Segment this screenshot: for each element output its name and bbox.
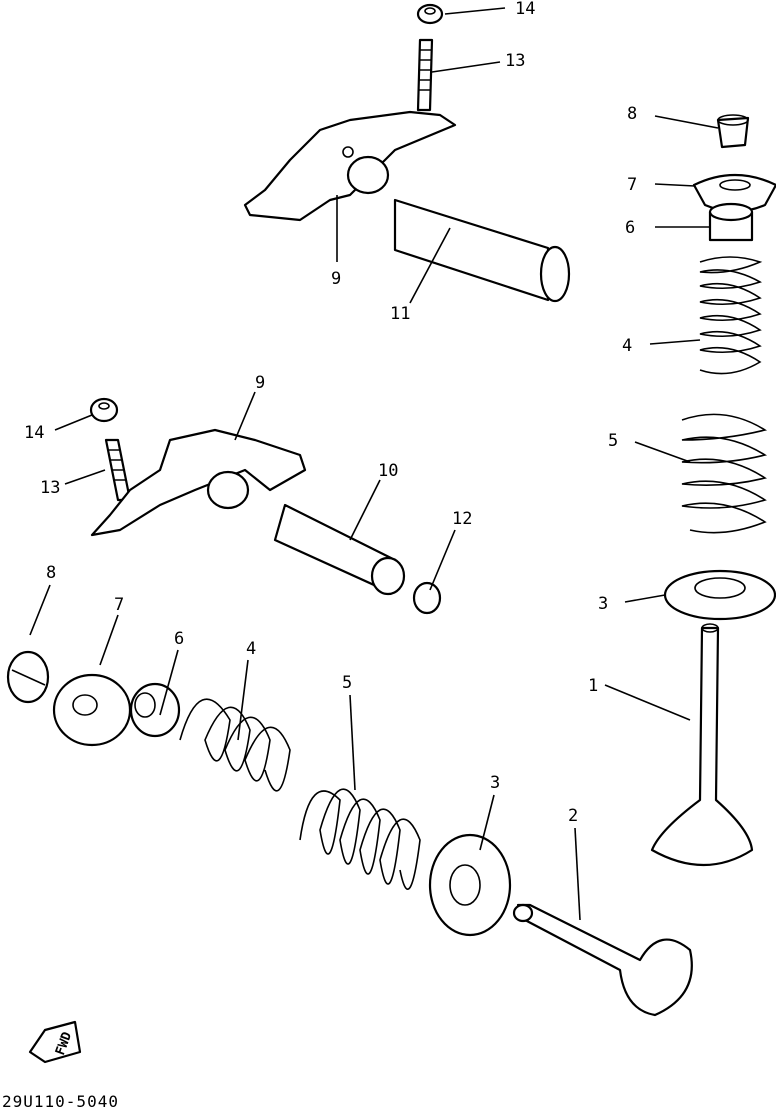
leader-line bbox=[349, 479, 381, 541]
rocker-shaft-left bbox=[273, 503, 406, 596]
callout-label-13: 13 bbox=[505, 51, 525, 71]
callout-label-6: 6 bbox=[174, 629, 184, 649]
leader-line bbox=[159, 649, 179, 716]
callout-label-1: 1 bbox=[588, 676, 598, 696]
drawing-code: 29U110-5040 bbox=[2, 1092, 119, 1111]
leader-line bbox=[99, 614, 119, 666]
callout-label-8: 8 bbox=[46, 563, 56, 583]
callout-label-9: 9 bbox=[255, 373, 265, 393]
spring-seat-right bbox=[663, 569, 776, 621]
outer-spring-left bbox=[299, 788, 421, 890]
rocker-shaft-upper bbox=[393, 198, 571, 303]
leader-line bbox=[429, 529, 456, 591]
callout-label-5: 5 bbox=[608, 431, 618, 451]
rocker-arm-left bbox=[90, 428, 307, 537]
leader-line bbox=[649, 339, 701, 345]
valve-retainer-left bbox=[52, 673, 132, 747]
leader-line bbox=[29, 584, 51, 636]
callout-label-14: 14 bbox=[515, 0, 535, 19]
callout-label-10: 10 bbox=[378, 461, 398, 481]
nut-upper bbox=[416, 3, 444, 25]
leader-line bbox=[634, 441, 691, 463]
valve-stem-seal-left bbox=[129, 682, 181, 738]
callout-label-3: 3 bbox=[490, 773, 500, 793]
callout-label-11: 11 bbox=[390, 304, 410, 324]
callout-label-4: 4 bbox=[246, 639, 256, 659]
callout-label-8: 8 bbox=[627, 104, 637, 124]
leader-line bbox=[64, 469, 106, 485]
rocker-arm-upper bbox=[243, 110, 457, 222]
inner-spring-left bbox=[179, 698, 291, 792]
callout-label-4: 4 bbox=[622, 336, 632, 356]
leader-line bbox=[654, 183, 696, 187]
outer-spring-right bbox=[681, 413, 768, 534]
leader-line bbox=[409, 227, 451, 304]
valve-left bbox=[512, 903, 693, 1017]
callout-label-5: 5 bbox=[342, 673, 352, 693]
leader-line bbox=[237, 659, 249, 741]
leader-line bbox=[574, 827, 581, 921]
valve-right bbox=[650, 623, 754, 866]
valve-cotter-left bbox=[6, 650, 50, 704]
inner-spring-right bbox=[699, 256, 763, 375]
leader-line bbox=[654, 115, 719, 129]
valve-cotter-right bbox=[716, 114, 750, 149]
fwd-arrow-icon: FWD bbox=[28, 1020, 82, 1064]
leader-line bbox=[604, 684, 691, 721]
leader-line bbox=[444, 7, 506, 15]
valve-stem-seal-right bbox=[708, 202, 754, 242]
callout-label-14: 14 bbox=[24, 423, 44, 443]
callout-label-6: 6 bbox=[625, 218, 635, 238]
leader-line bbox=[54, 414, 93, 431]
leader-line bbox=[431, 61, 501, 73]
callout-label-12: 12 bbox=[452, 509, 472, 529]
callout-label-9: 9 bbox=[331, 269, 341, 289]
nut-left bbox=[89, 397, 119, 423]
callout-label-13: 13 bbox=[40, 478, 60, 498]
callout-label-3: 3 bbox=[598, 594, 608, 614]
adjusting-screw-left bbox=[104, 438, 132, 502]
leader-line bbox=[234, 391, 256, 441]
o-ring bbox=[412, 581, 442, 615]
callout-label-7: 7 bbox=[627, 175, 637, 195]
leader-line bbox=[479, 794, 495, 851]
leader-line bbox=[349, 694, 356, 791]
leader-line bbox=[624, 594, 666, 603]
adjusting-screw-upper bbox=[416, 38, 434, 112]
callouts: 14 13 8 7 6 4 5 3 1 9 11 9 14 13 10 12 8 7 6 4 5 3 2 bbox=[24, 0, 719, 921]
spring-seat-left bbox=[428, 833, 512, 937]
callout-label-2: 2 bbox=[568, 806, 578, 826]
callout-label-7: 7 bbox=[114, 595, 124, 615]
